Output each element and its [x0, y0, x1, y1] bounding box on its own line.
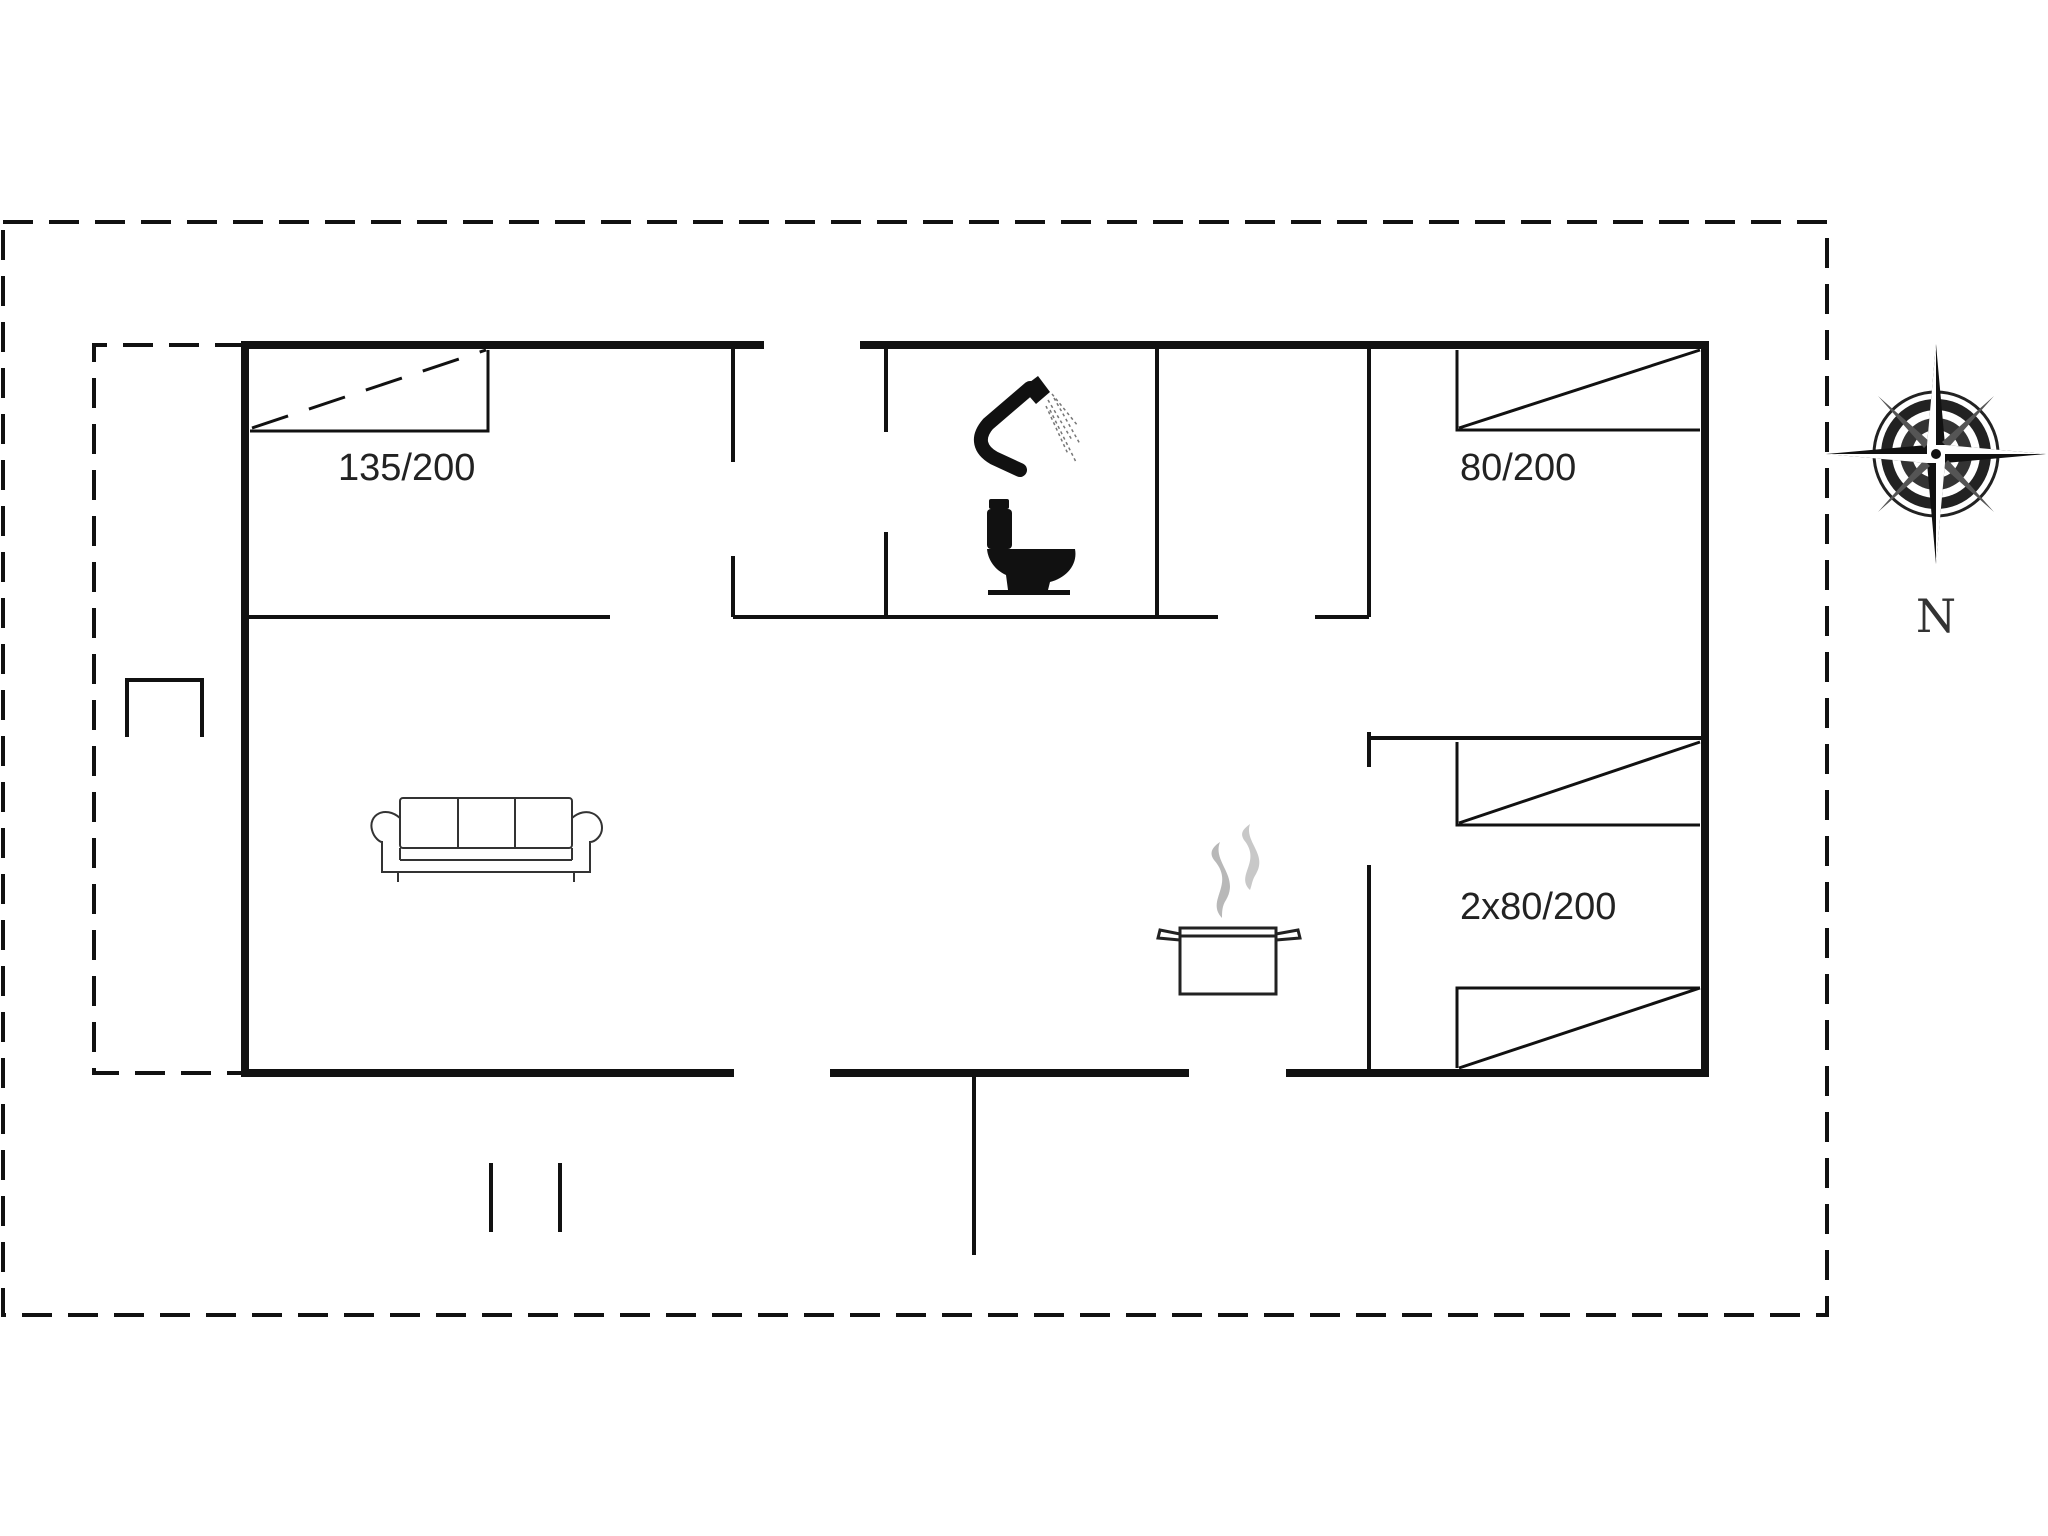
compass-north-label: N	[1916, 589, 1956, 643]
bed-twin-lower	[1455, 986, 1701, 1070]
terrace-outline	[92, 343, 245, 1075]
bed-label-master: 135/200	[338, 447, 475, 489]
bed-single	[1455, 348, 1701, 432]
bed-master	[250, 348, 490, 433]
bed-label-twin: 2x80/200	[1460, 886, 1616, 928]
cooking-pot-icon	[1156, 824, 1302, 996]
bed-label-single: 80/200	[1460, 447, 1576, 489]
interior-walls	[245, 345, 1705, 1255]
bed-twin-upper	[1455, 740, 1701, 827]
exterior-walls	[241, 341, 1709, 1077]
toilet-icon	[987, 499, 1076, 595]
sofa-icon	[370, 797, 604, 882]
terrace-bench	[125, 678, 204, 737]
shower-icon	[973, 376, 1081, 477]
property-boundary	[1, 220, 1829, 1317]
compass-rose-icon	[1826, 344, 2046, 564]
